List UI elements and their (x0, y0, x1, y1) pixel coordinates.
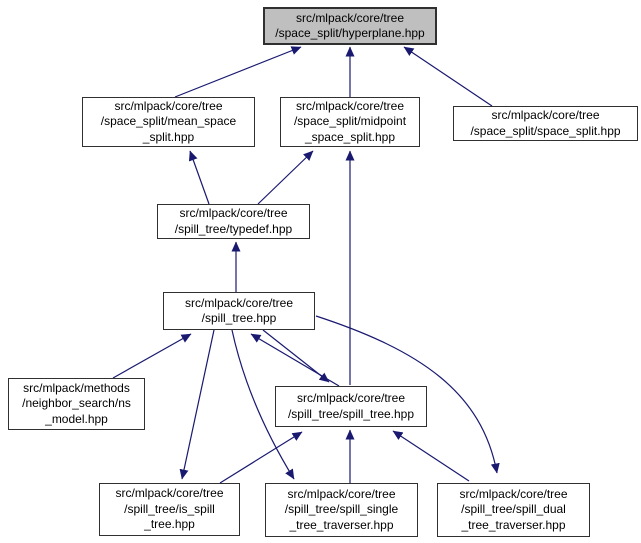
node-space-split-hpp[interactable]: src/mlpack/core/tree /space_split/space_… (453, 106, 638, 141)
edge-spilltree-to-spilldual (315, 315, 500, 474)
edge-spilltree-to-spillsingle (231, 329, 295, 480)
edge-mean-to-hyperplane (174, 46, 302, 98)
node-hyperplane-hpp[interactable]: src/mlpack/core/tree /space_split/hyperp… (263, 7, 437, 45)
node-is-spill-tree-hpp[interactable]: src/mlpack/core/tree /spill_tree/is_spil… (99, 483, 240, 536)
edge-spilldual-to-spillspill (392, 430, 470, 482)
node-spill-tree-typedef-hpp[interactable]: src/mlpack/core/tree /spill_tree/typedef… (157, 204, 310, 239)
node-spill-tree-spill-tree-hpp[interactable]: src/mlpack/core/tree /spill_tree/spill_t… (275, 386, 427, 427)
edge-nsmodel-to-spilltree (112, 333, 192, 379)
edge-typedef-to-midpoint (257, 150, 314, 205)
edge-spillspill-to-spilltree (250, 333, 340, 387)
node-ns-model-hpp[interactable]: src/mlpack/methods /neighbor_search/ns _… (8, 378, 145, 430)
node-mean-space-split-hpp[interactable]: src/mlpack/core/tree /space_split/mean_s… (82, 97, 255, 147)
node-midpoint-space-split-hpp[interactable]: src/mlpack/core/tree /space_split/midpoi… (280, 97, 420, 147)
edge-isspill-to-spillspill (219, 431, 303, 484)
node-spill-tree-hpp[interactable]: src/mlpack/core/tree /spill_tree.hpp (163, 292, 315, 330)
edge-space-to-hyperplane (403, 46, 493, 107)
edge-typedef-to-mean (188, 150, 210, 205)
node-spill-single-tree-traverser-hpp[interactable]: src/mlpack/core/tree /spill_tree/spill_s… (265, 483, 418, 537)
edge-spilltree-to-isspill (179, 329, 215, 480)
node-spill-dual-tree-traverser-hpp[interactable]: src/mlpack/core/tree /spill_tree/spill_d… (437, 483, 590, 537)
